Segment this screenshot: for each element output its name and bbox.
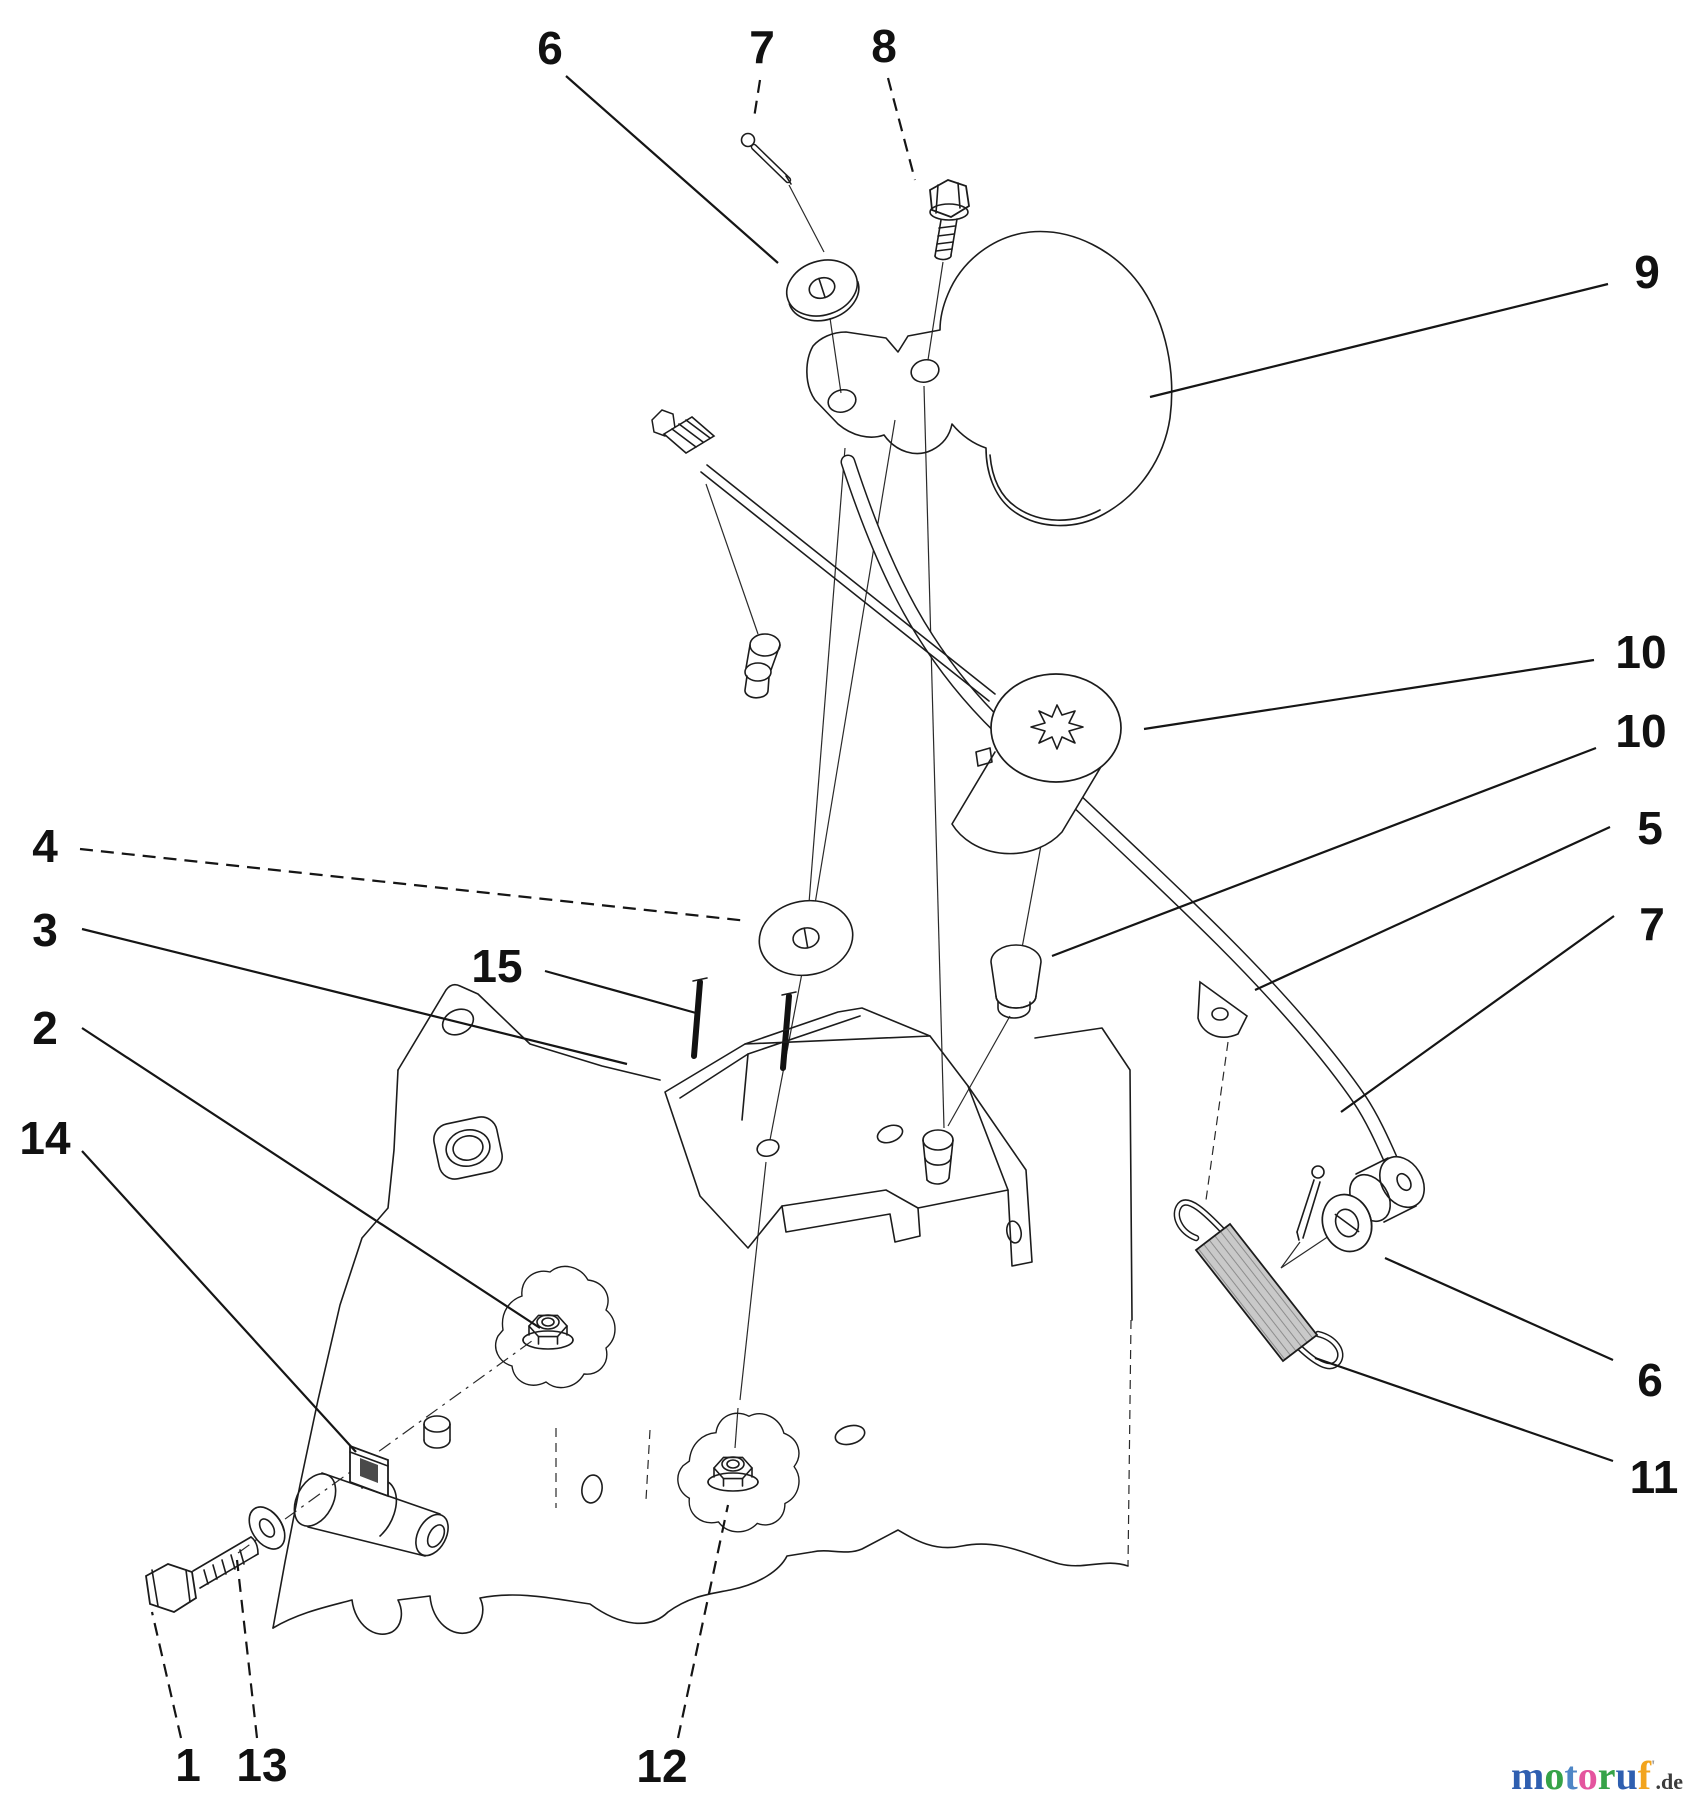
throttle-dial-10-drawing [951, 673, 1122, 855]
part-label-1: 1 [175, 1739, 201, 1791]
part-label-4: 4 [32, 820, 58, 872]
part-label-3: 3 [32, 904, 58, 956]
part-leader-11 [1314, 1356, 1614, 1463]
part-label-10: 10 [1615, 705, 1666, 757]
part-leader-7 [1340, 915, 1615, 1113]
ball-stud [744, 633, 781, 699]
control-rod-drawing [651, 409, 996, 702]
flange-nut-2 [494, 1265, 616, 1389]
motoruf-logo[interactable]: motoruf'.de [1511, 1756, 1683, 1796]
bracket-stud [922, 1129, 954, 1185]
part-leader-12 [676, 1504, 730, 1739]
logo-letter: m [1511, 1753, 1545, 1798]
cam-plate-9-drawing [806, 230, 1173, 527]
hex-bolt-1 [145, 1536, 259, 1613]
lever-end-boss [1348, 1155, 1425, 1223]
logo-letter: t [1564, 1753, 1578, 1798]
hex-bolt-8 [929, 179, 970, 261]
part-leader-14 [81, 1150, 357, 1453]
part-leader-1 [150, 1611, 183, 1739]
part-label-10: 10 [1615, 626, 1666, 678]
logo-word: motoruf [1511, 1753, 1651, 1798]
pivot-assembly [145, 1444, 449, 1613]
part-label-5: 5 [1637, 802, 1663, 854]
part-leader-10 [1143, 658, 1595, 731]
part-leader-3 [81, 927, 628, 1066]
part-leader-7 [752, 79, 762, 119]
part-label-15: 15 [471, 940, 522, 992]
part-leader-2 [81, 1027, 541, 1329]
logo-letter: r [1597, 1753, 1616, 1798]
part-label-11: 11 [1630, 1451, 1679, 1503]
extension-spring-11 [1173, 1199, 1344, 1370]
part-leader-15 [544, 969, 697, 1015]
part-leader-8 [886, 77, 917, 181]
roll-pins-15 [691, 977, 797, 1071]
logo-letter: o [1544, 1753, 1565, 1798]
part-label-9: 9 [1634, 246, 1660, 298]
plate-small-nut [423, 1415, 451, 1449]
logo-letter: f [1637, 1753, 1652, 1798]
logo-tick: ' [1651, 1758, 1656, 1775]
part-label-8: 8 [871, 20, 897, 72]
part-label-7: 7 [1639, 898, 1665, 950]
cotter-pin-7-lower [1296, 1165, 1325, 1241]
part-label-6: 6 [537, 22, 563, 74]
part-label-7: 7 [749, 21, 775, 73]
part-label-13: 13 [236, 1739, 287, 1791]
plate-grommet-hole [433, 1116, 503, 1180]
part-label-2: 2 [32, 1002, 58, 1054]
plug-cap-10 [990, 944, 1042, 1019]
washer-13 [248, 1506, 286, 1550]
part-leader-13 [235, 1559, 259, 1739]
flange-bushing-6 [1321, 1193, 1373, 1253]
washer-4 [758, 899, 854, 977]
part-leader-6 [565, 75, 779, 264]
part-label-14: 14 [19, 1112, 71, 1164]
part-leader-5 [1254, 826, 1611, 991]
labels-layer: 6 7 8 9 10 10 5 7 6 11 4 3 2 14 15 1 13 12 [19, 20, 1678, 1792]
bracket-3-drawing [664, 1007, 1033, 1267]
assembly-axis-lines [237, 184, 1336, 1554]
square-nut-14 [349, 1444, 389, 1498]
part-label-6: 6 [1637, 1354, 1663, 1406]
logo-suffix: .de [1655, 1769, 1684, 1794]
washer-6-top [785, 259, 860, 322]
part-leader-6 [1384, 1256, 1614, 1362]
cotter-pin-7-top [740, 132, 792, 185]
part-leader-4 [79, 847, 749, 923]
logo-letter: u [1615, 1753, 1638, 1798]
lever-arm-5-drawing [840, 454, 1425, 1223]
mounting-plate-drawing [272, 983, 1133, 1635]
part-leader-9 [1149, 282, 1609, 399]
part-label-12: 12 [636, 1740, 687, 1792]
part-leader-10 [1051, 746, 1597, 958]
logo-letter: o [1577, 1753, 1598, 1798]
flange-nut-12 [667, 1396, 815, 1545]
